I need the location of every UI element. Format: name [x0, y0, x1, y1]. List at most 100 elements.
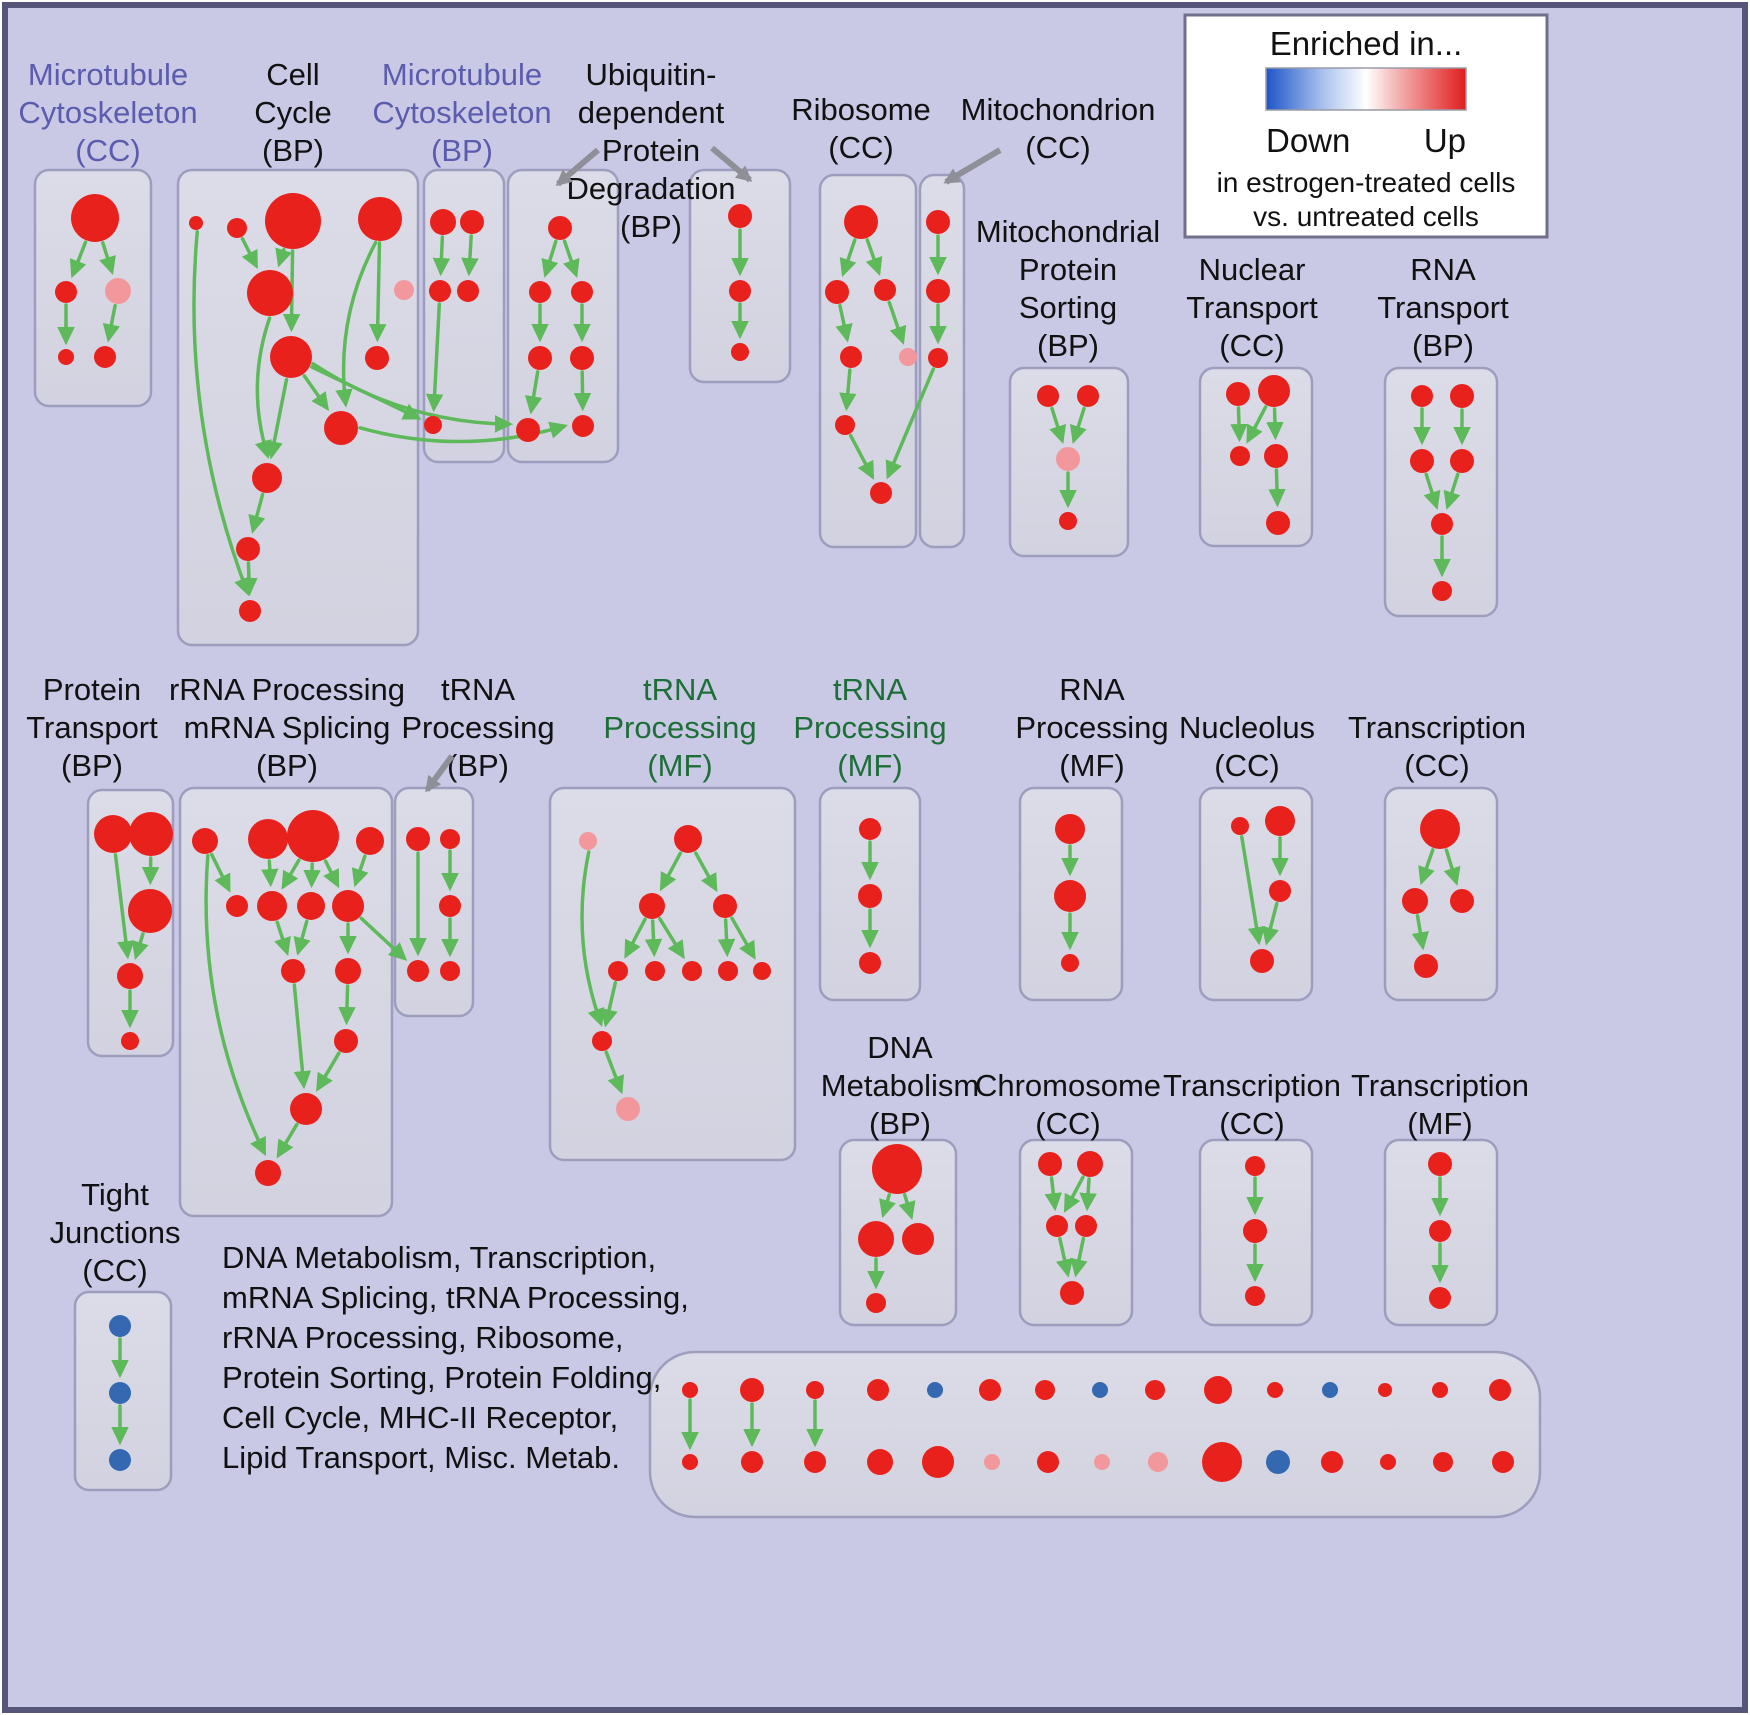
edge-arrow-r6-r7	[848, 433, 875, 480]
edge-arrow-s1-s3	[1049, 406, 1067, 444]
go-term-node-z1	[1428, 1152, 1452, 1176]
group-box-mixed-terms-strip	[648, 1350, 1542, 1519]
go-term-node-d2	[858, 1221, 894, 1257]
go-term-node-bt6	[979, 1379, 1001, 1401]
edges-layer	[57, 228, 1471, 1451]
go-term-node-k5	[1060, 1281, 1084, 1305]
edge-arrow-mt3-r7	[885, 367, 936, 480]
go-term-node-q3	[287, 810, 339, 862]
go-term-node-c2	[227, 218, 247, 238]
go-term-node-m2	[460, 210, 484, 234]
go-term-node-g6	[645, 961, 665, 981]
go-term-node-tb5	[440, 961, 460, 981]
go-term-node-v3	[731, 343, 749, 361]
edge-arrow-q10-q11	[338, 984, 356, 1026]
go-term-node-tb1	[406, 827, 430, 851]
misc-category-list: DNA Metabolism, Transcription,mRNA Splic…	[222, 1240, 689, 1475]
legend: Enriched in... Down Up in estrogen-treat…	[1183, 13, 1549, 239]
edge-arrow-k1-k3	[1044, 1176, 1062, 1212]
legend-up-label: Up	[1424, 122, 1466, 159]
edge-arrow-d1-d3	[898, 1193, 916, 1221]
legend-title: Enriched in...	[1270, 25, 1463, 62]
go-term-node-u1	[548, 216, 572, 240]
group-box-nuclear-transport-cc	[1198, 366, 1314, 548]
go-term-node-bt14	[1432, 1382, 1448, 1398]
go-term-node-g7	[682, 961, 702, 981]
legend-context-line2: vs. untreated cells	[1253, 201, 1479, 232]
go-term-node-bb10	[1202, 1442, 1242, 1482]
go-term-node-bb8	[1094, 1454, 1110, 1470]
go-term-node-s3	[1056, 447, 1080, 471]
edge-arrow-k3-k5	[1056, 1236, 1074, 1278]
edge-arrow-c3-c5	[275, 247, 293, 268]
go-term-node-m5	[424, 416, 442, 434]
edge-arrow-a3-a5	[102, 303, 120, 343]
go-term-node-q5	[226, 895, 248, 917]
go-term-node-n4	[1264, 444, 1288, 468]
go-term-node-e1	[1231, 817, 1249, 835]
legend-box	[1183, 13, 1549, 239]
go-term-node-k2	[1077, 1151, 1103, 1177]
edge-arrow-c4-c8	[368, 241, 387, 343]
go-term-node-a3	[105, 278, 131, 304]
edge-arrow-g3-g6	[644, 919, 663, 958]
go-term-node-s2	[1077, 385, 1099, 407]
go-term-node-d1	[872, 1144, 922, 1194]
go-term-node-k1	[1038, 1152, 1062, 1176]
go-term-node-bb4	[867, 1449, 893, 1475]
group-box-microtubule-cytoskeleton-cc	[33, 168, 153, 408]
go-term-node-x2	[1450, 384, 1474, 408]
go-term-node-c8	[365, 346, 389, 370]
edge-arrow-r4-r6	[839, 368, 857, 412]
edge-arrow-a1-a2	[69, 240, 88, 279]
label-pointer-arrow-3	[943, 147, 1002, 185]
go-term-node-c7	[270, 336, 312, 378]
go-term-node-tb2	[440, 829, 460, 849]
edge-arrow-c11-c12	[240, 561, 258, 597]
edge-arrow-f1-f3	[1443, 848, 1461, 886]
go-term-node-c11	[236, 537, 260, 561]
go-term-node-c12	[239, 600, 261, 622]
group-box-trna-processing-bp	[393, 786, 475, 1018]
go-term-node-g5	[608, 961, 628, 981]
go-term-node-tj3	[109, 1449, 131, 1471]
edge-arrow-g2-g3	[659, 851, 683, 892]
go-term-node-c1	[189, 216, 203, 230]
go-term-node-bb5	[922, 1446, 954, 1478]
go-term-node-q4	[356, 827, 384, 855]
group-label-transcription-cc-1: Transcription(CC)	[1348, 710, 1526, 783]
nodes-layer	[55, 193, 1514, 1482]
go-term-node-u6	[516, 418, 540, 442]
edge-arrow-n1-n3	[1230, 406, 1248, 443]
edge-arrow-g2-g4	[693, 851, 718, 893]
go-term-node-pt5	[121, 1032, 139, 1050]
go-term-node-c9	[324, 411, 358, 445]
go-term-node-k3	[1046, 1215, 1068, 1237]
go-term-node-c3	[265, 193, 321, 249]
go-term-node-bt8	[1092, 1382, 1108, 1398]
go-term-node-h2	[858, 884, 882, 908]
edge-arrow-q3-q7	[303, 862, 321, 889]
go-term-node-r3	[874, 279, 896, 301]
group-box-ubiquitin-degradation-bp-1	[506, 168, 620, 464]
label-pointer-arrow-4	[424, 754, 455, 793]
go-term-node-bt5	[927, 1382, 943, 1398]
go-term-node-r1	[844, 205, 878, 239]
go-term-node-tj1	[109, 1315, 131, 1337]
go-term-node-n5	[1266, 511, 1290, 535]
edge-arrow-q11-q12	[316, 1051, 341, 1092]
go-term-node-bt15	[1489, 1379, 1511, 1401]
edge-arrow-e1-e4	[1240, 835, 1266, 946]
edge-arrow-g5-g10	[600, 980, 618, 1028]
go-term-node-pt2	[129, 812, 173, 856]
edge-arrow-q4-q8	[351, 854, 369, 888]
group-label-nucleolus-cc: Nucleolus(CC)	[1179, 710, 1315, 783]
go-term-node-pt3	[128, 889, 172, 933]
